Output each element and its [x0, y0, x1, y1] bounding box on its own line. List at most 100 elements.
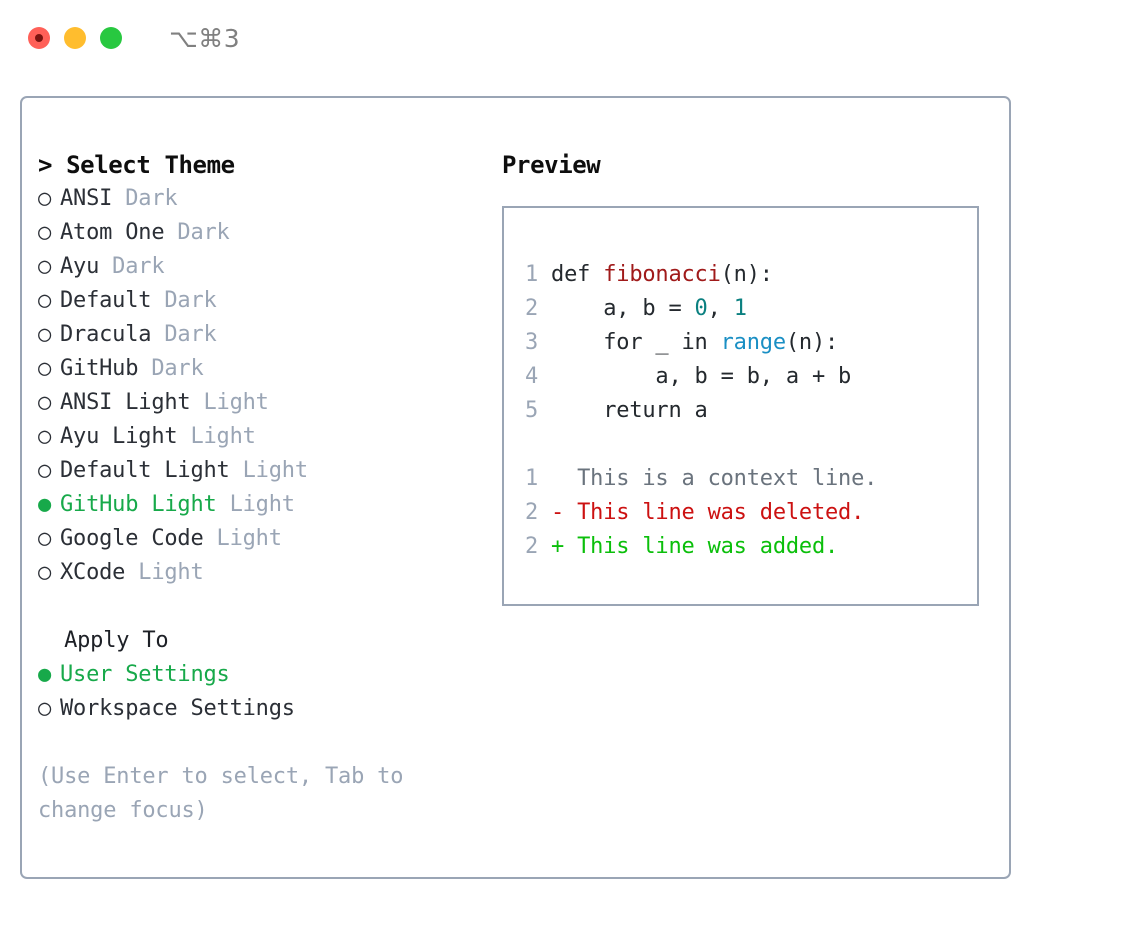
main-panel: > Select Theme ○ ANSI Dark○ Atom One Dar… — [20, 96, 1011, 879]
theme-list: ○ ANSI Dark○ Atom One Dark○ Ayu Dark○ De… — [38, 182, 483, 590]
apply-to-options: ● User Settings○ Workspace Settings — [38, 658, 483, 726]
theme-list-item[interactable]: ○ Google Code Light — [38, 522, 483, 556]
code-token: (n): — [785, 330, 839, 355]
theme-kind-label: Light — [216, 492, 295, 517]
radio-selected-icon: ● — [38, 662, 65, 687]
theme-kind-label: Light — [177, 424, 256, 449]
code-line-number: 2 — [524, 296, 538, 321]
theme-kind-label: Dark — [112, 186, 178, 211]
radio-unselected-icon: ○ — [38, 356, 65, 381]
radio-unselected-icon: ○ — [38, 458, 65, 483]
theme-kind-label: Light — [229, 458, 308, 483]
theme-list-item[interactable]: ● GitHub Light Light — [38, 488, 483, 522]
code-token: (n): — [720, 262, 773, 287]
theme-name-label: Ayu — [60, 254, 100, 279]
theme-list-item[interactable]: ○ Ayu Light Light — [38, 420, 483, 454]
radio-unselected-icon: ○ — [38, 560, 65, 585]
code-line-number: 1 — [524, 262, 538, 287]
theme-list-item[interactable]: ○ Default Light Light — [38, 454, 483, 488]
close-window-icon[interactable] — [28, 27, 50, 49]
theme-picker-column: > Select Theme ○ ANSI Dark○ Atom One Dar… — [38, 148, 483, 828]
theme-kind-label: Dark — [164, 220, 230, 245]
window-traffic-lights — [28, 27, 122, 49]
diff-line-number: 1 — [524, 466, 538, 491]
theme-kind-label: Dark — [99, 254, 165, 279]
radio-unselected-icon: ○ — [38, 220, 65, 245]
theme-name-label: Ayu Light — [60, 424, 178, 449]
theme-kind-label: Light — [125, 560, 204, 585]
theme-list-item[interactable]: ○ Dracula Dark — [38, 318, 483, 352]
diff-sign: + — [538, 534, 565, 559]
theme-list-item[interactable]: ○ ANSI Light Light — [38, 386, 483, 420]
apply-to-option[interactable]: ● User Settings — [38, 658, 483, 692]
diff-line-number: 2 — [524, 500, 538, 525]
apply-to-option[interactable]: ○ Workspace Settings — [38, 692, 483, 726]
theme-picker-header: > Select Theme — [38, 151, 235, 179]
theme-list-item[interactable]: ○ ANSI Dark — [38, 182, 483, 216]
code-token: return a — [538, 398, 708, 423]
code-line-number: 4 — [524, 364, 538, 389]
code-token: def — [538, 262, 604, 287]
diff-sign — [538, 466, 564, 491]
diff-text: This line was added. — [564, 534, 839, 559]
keyboard-hint-text: (Use Enter to select, Tab to change focu… — [38, 764, 404, 823]
theme-name-label: ANSI — [60, 186, 113, 211]
diff-line: 2 + This line was added. — [516, 530, 971, 564]
theme-name-label: GitHub — [60, 356, 139, 381]
theme-list-item[interactable]: ○ XCode Light — [38, 556, 483, 590]
theme-list-item[interactable]: ○ Ayu Dark — [38, 250, 483, 284]
code-line-number: 3 — [524, 330, 538, 355]
preview-column: Preview 1 def fibonacci(n):2 a, b = 0, 1… — [502, 148, 992, 606]
diff-text: This line was deleted. — [564, 500, 865, 525]
theme-name-label: Atom One — [60, 220, 165, 245]
theme-list-item[interactable]: ○ Default Dark — [38, 284, 483, 318]
theme-kind-label: Light — [190, 390, 269, 415]
apply-to-option-label: User Settings — [60, 662, 230, 687]
theme-kind-label: Light — [203, 526, 282, 551]
code-token: fibonacci — [603, 262, 721, 287]
diff-sign: - — [538, 500, 565, 525]
minimize-window-icon[interactable] — [64, 27, 86, 49]
radio-unselected-icon: ○ — [38, 322, 65, 347]
code-line-number: 5 — [524, 398, 538, 423]
code-line: 2 a, b = 0, 1 — [516, 292, 971, 326]
code-line: 3 for _ in range(n): — [516, 326, 971, 360]
apply-to-section: Apply To ● User Settings○ Workspace Sett… — [38, 624, 483, 726]
title-bar: ⌥⌘3 — [0, 0, 1140, 76]
radio-unselected-icon: ○ — [38, 526, 65, 551]
code-token: 1 — [733, 296, 747, 321]
apply-to-header: Apply To — [38, 628, 169, 653]
theme-name-label: XCode — [60, 560, 126, 585]
theme-name-label: Default Light — [60, 458, 230, 483]
diff-line: 1 This is a context line. — [516, 462, 971, 496]
theme-list-item[interactable]: ○ Atom One Dark — [38, 216, 483, 250]
theme-kind-label: Dark — [151, 322, 217, 347]
theme-name-label: GitHub Light — [60, 492, 217, 517]
maximize-window-icon[interactable] — [100, 27, 122, 49]
code-token: range — [720, 330, 786, 355]
apply-to-option-label: Workspace Settings — [60, 696, 295, 721]
diff-line-number: 2 — [524, 534, 538, 559]
radio-selected-icon: ● — [38, 492, 65, 517]
code-token: 0 — [694, 296, 708, 321]
theme-kind-label: Dark — [151, 288, 217, 313]
radio-unselected-icon: ○ — [38, 424, 65, 449]
keyboard-shortcut-label: ⌥⌘3 — [169, 23, 241, 53]
diff-text: This is a context line. — [564, 466, 878, 491]
radio-unselected-icon: ○ — [38, 696, 65, 721]
theme-list-item[interactable]: ○ GitHub Dark — [38, 352, 483, 386]
preview-title: Preview — [502, 151, 601, 179]
diff-block: 1 This is a context line. 2 - This line w… — [516, 462, 971, 564]
radio-unselected-icon: ○ — [38, 288, 65, 313]
code-line: 5 return a — [516, 394, 971, 428]
code-token: for _ in — [538, 330, 721, 355]
radio-unselected-icon: ○ — [38, 390, 65, 415]
code-line: 4 a, b = b, a + b — [516, 360, 971, 394]
code-token: a, b = — [538, 296, 695, 321]
theme-kind-label: Dark — [138, 356, 204, 381]
radio-unselected-icon: ○ — [38, 186, 65, 211]
